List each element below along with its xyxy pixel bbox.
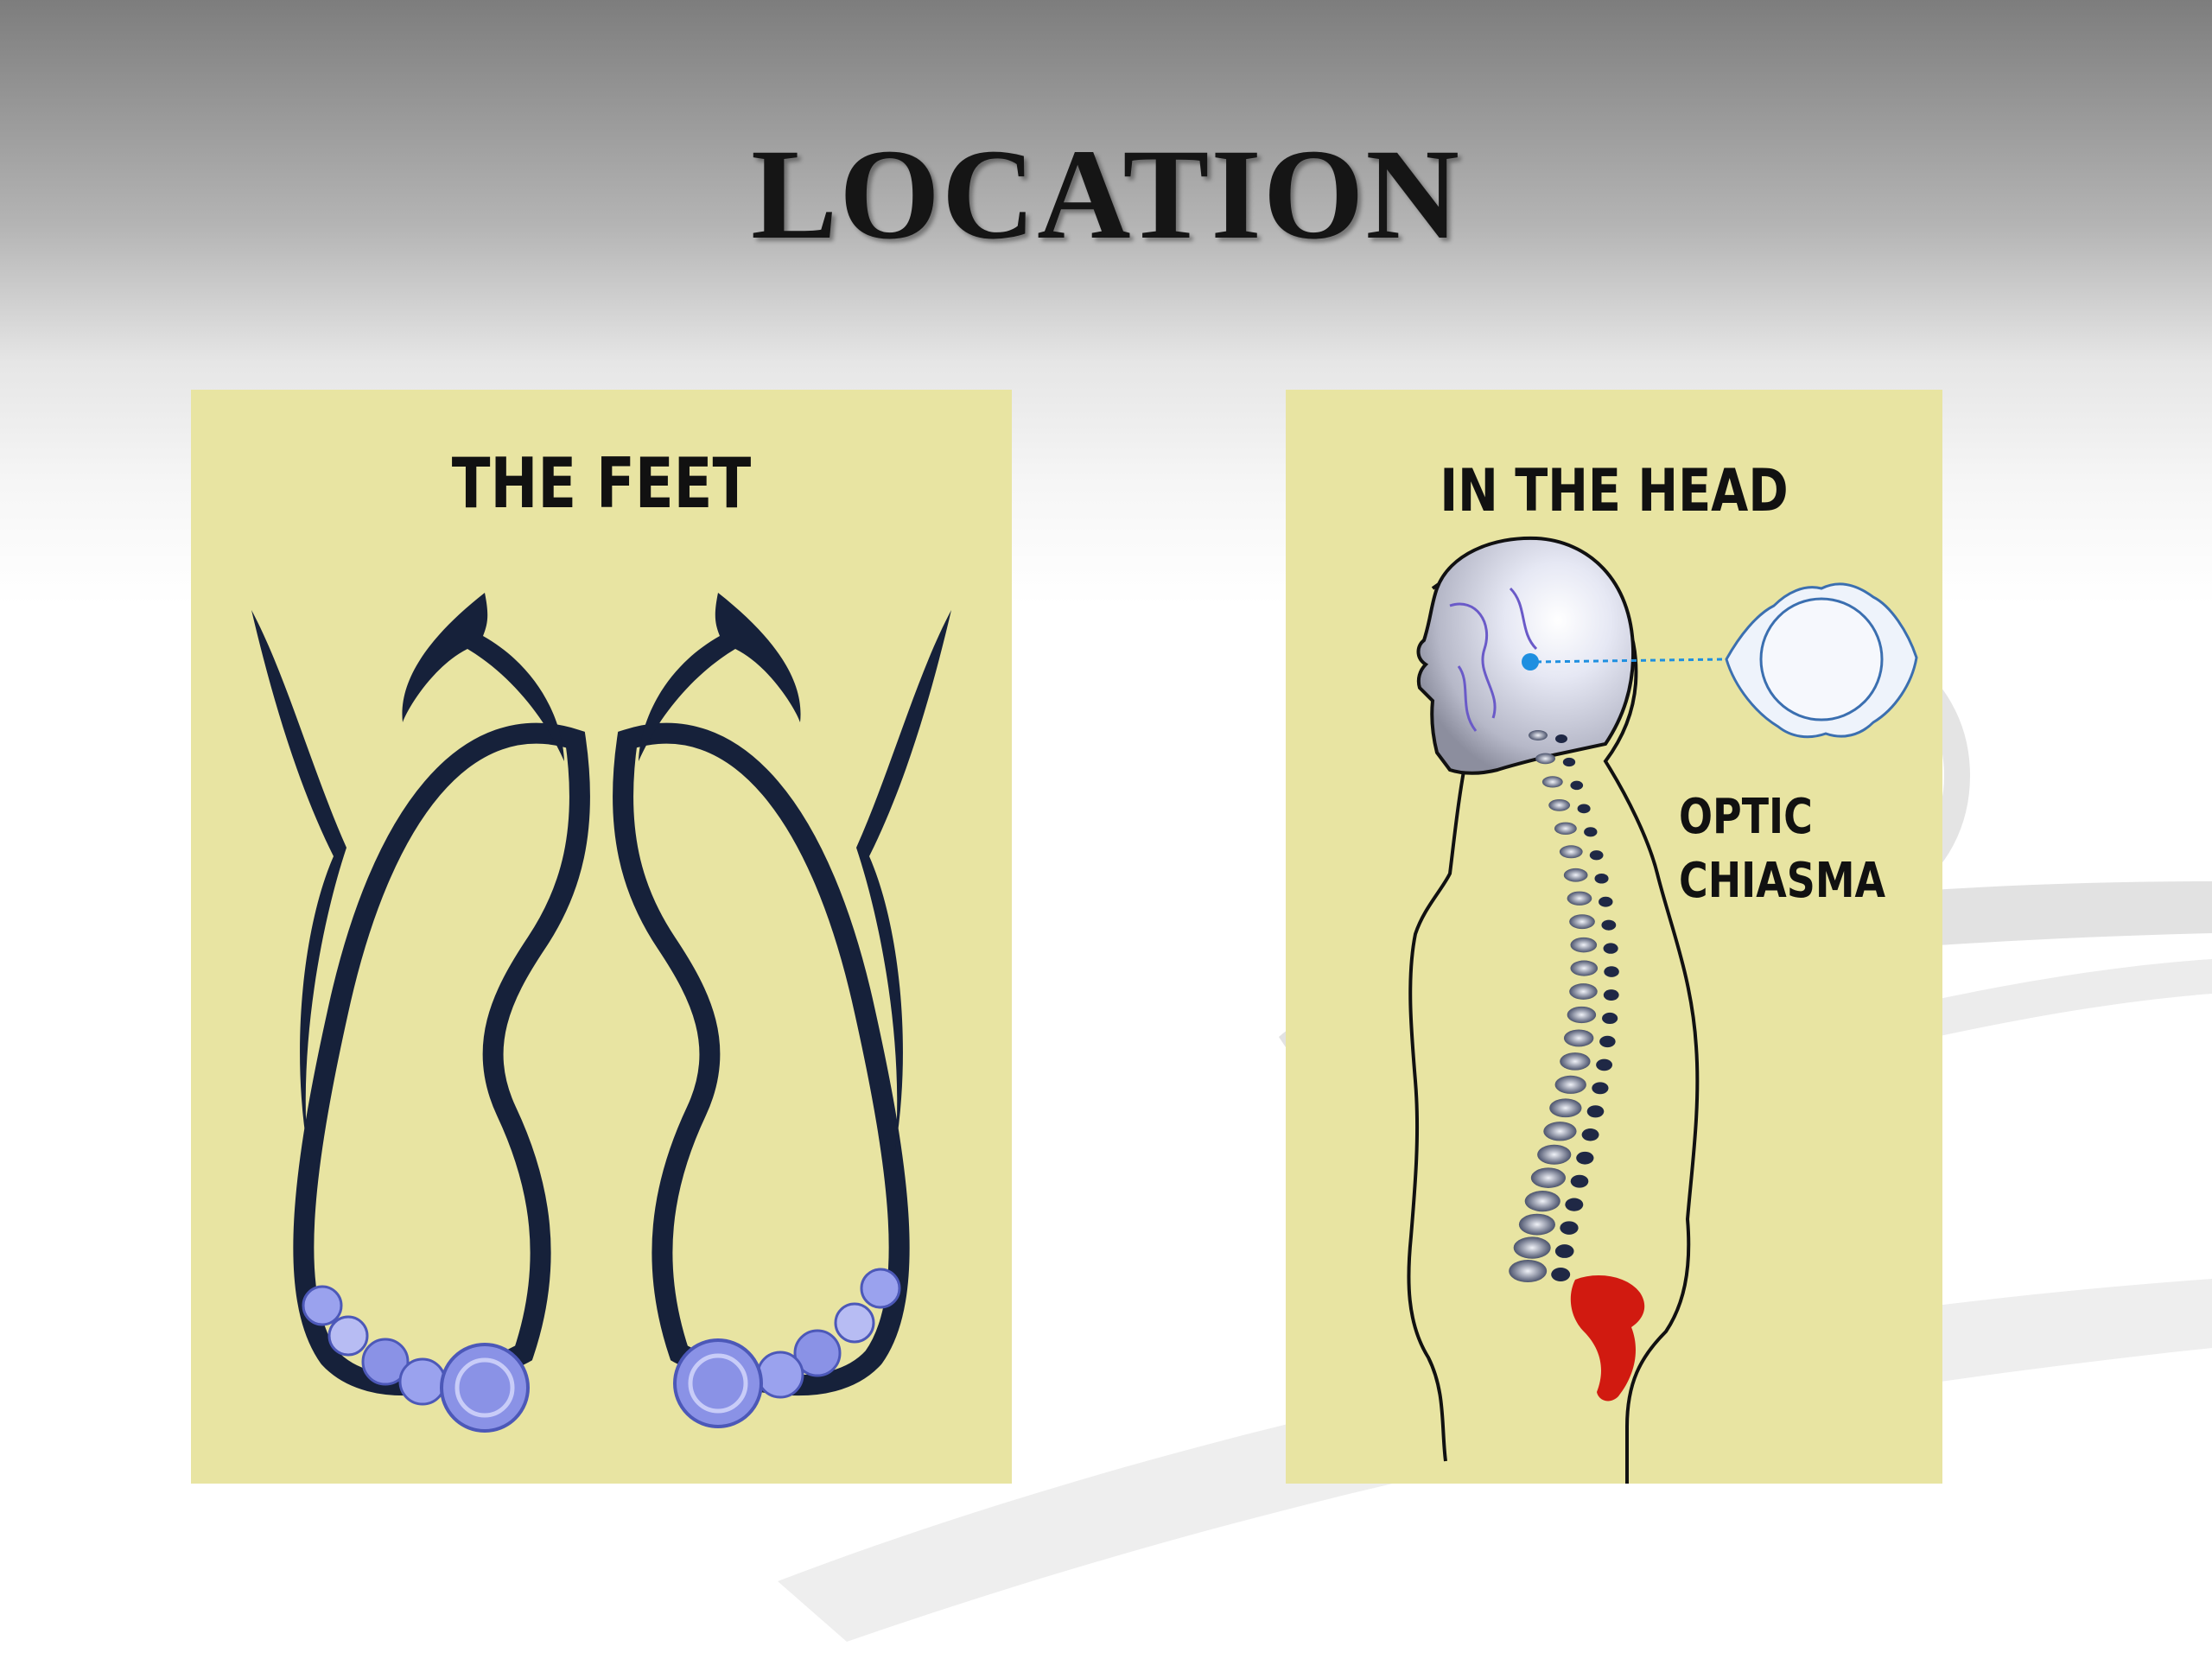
vertebra-process bbox=[1603, 989, 1619, 1001]
optic-label-line2: CHIASMA bbox=[1679, 853, 1886, 909]
left-foot-outline bbox=[293, 722, 590, 1396]
vertebra bbox=[1513, 1236, 1551, 1259]
vertebra bbox=[1548, 798, 1571, 811]
pineal-point bbox=[1522, 653, 1539, 671]
vertebra bbox=[1569, 983, 1598, 1000]
vertebra-process bbox=[1581, 1128, 1599, 1141]
right-foot bbox=[613, 593, 951, 1428]
vertebra-process bbox=[1596, 1058, 1613, 1071]
brain-veins bbox=[1449, 587, 1538, 732]
vertebra bbox=[1530, 1167, 1567, 1188]
sacrum bbox=[1570, 1275, 1645, 1402]
vertebra-process bbox=[1592, 1082, 1609, 1095]
vertebra-process bbox=[1562, 757, 1576, 767]
vertebra bbox=[1567, 891, 1592, 906]
vertebra bbox=[1560, 1052, 1591, 1071]
vertebra bbox=[1529, 730, 1548, 741]
head-panel-heading: IN THE HEAD bbox=[1440, 457, 1789, 525]
pineal-gland-detail bbox=[1725, 582, 1918, 739]
vertebra-process bbox=[1599, 1035, 1616, 1048]
vertebra-process bbox=[1565, 1198, 1584, 1211]
vertebra bbox=[1569, 914, 1595, 930]
vertebra-process bbox=[1604, 966, 1619, 977]
head-panel: IN THE HEAD bbox=[1286, 390, 1942, 1484]
vertebra-process bbox=[1589, 850, 1604, 861]
vertebra-process bbox=[1570, 780, 1584, 791]
vertebra bbox=[1543, 1122, 1577, 1141]
vertebra-process bbox=[1555, 734, 1567, 743]
vertebra-process bbox=[1554, 1244, 1574, 1258]
left-foot-swoosh bbox=[251, 610, 346, 1150]
left-foot-toes bbox=[302, 1285, 530, 1433]
right-foot-toes bbox=[673, 1268, 901, 1428]
vertebra-process bbox=[1602, 1012, 1618, 1025]
right-foot-top-swoosh bbox=[639, 593, 801, 761]
vertebra-process bbox=[1586, 1105, 1605, 1118]
pineal-dotted-line bbox=[1535, 658, 1726, 664]
left-foot bbox=[251, 593, 590, 1433]
vertebra-process bbox=[1584, 827, 1598, 837]
optic-label-line1: OPTIC bbox=[1679, 789, 1813, 845]
vertebra bbox=[1509, 1260, 1548, 1282]
vertebra bbox=[1563, 868, 1588, 882]
vertebra bbox=[1524, 1191, 1560, 1212]
vertebra-process bbox=[1560, 1221, 1579, 1235]
vertebra bbox=[1570, 937, 1598, 953]
vertebra-process bbox=[1599, 896, 1613, 907]
head-illustration bbox=[1407, 536, 1918, 1484]
feet-panel: THE FEET bbox=[191, 390, 1012, 1484]
vertebra bbox=[1518, 1213, 1555, 1236]
vertebra-process bbox=[1577, 804, 1591, 814]
vertebra-process bbox=[1601, 919, 1617, 931]
vertebra bbox=[1567, 1006, 1597, 1024]
vertebra bbox=[1535, 753, 1555, 765]
vertebra bbox=[1559, 845, 1583, 859]
vertebra-process bbox=[1594, 873, 1609, 884]
vertebra bbox=[1541, 776, 1563, 788]
left-foot-top-swoosh bbox=[402, 593, 564, 761]
vertebra bbox=[1554, 1075, 1586, 1094]
vertebra bbox=[1549, 1098, 1582, 1118]
vertebra bbox=[1537, 1144, 1572, 1165]
vertebra bbox=[1554, 822, 1577, 836]
vertebra bbox=[1563, 1029, 1594, 1047]
vertebra-process bbox=[1570, 1174, 1589, 1188]
feet-panel-heading: THE FEET bbox=[451, 443, 752, 524]
right-foot-outline bbox=[613, 722, 910, 1396]
optic-chiasma-label: OPTIC CHIASMA bbox=[1679, 785, 1885, 913]
vertebra bbox=[1570, 960, 1599, 976]
spine bbox=[1509, 730, 1619, 1282]
feet-illustration bbox=[251, 593, 951, 1433]
vertebra-process bbox=[1576, 1151, 1594, 1165]
vertebra-process bbox=[1603, 943, 1618, 954]
right-foot-swoosh bbox=[856, 610, 951, 1150]
slide-title: LOCATION bbox=[751, 123, 1461, 266]
vertebra-process bbox=[1551, 1268, 1571, 1281]
